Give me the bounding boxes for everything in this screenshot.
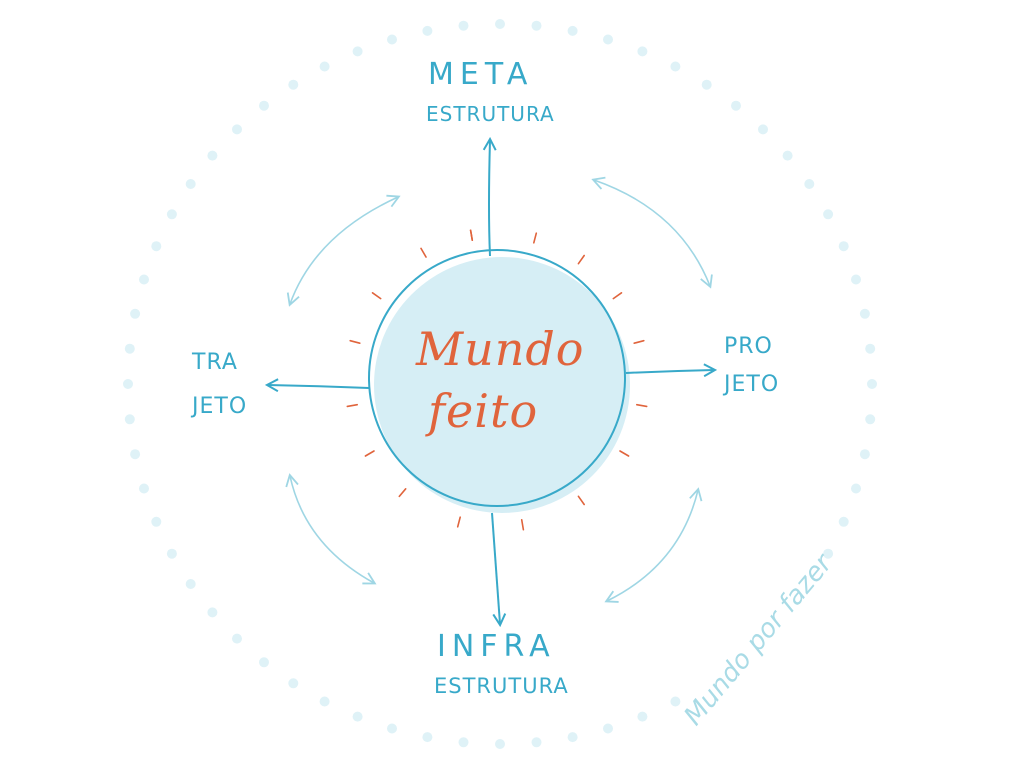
ring-dot <box>422 732 433 743</box>
ring-dot <box>139 483 149 494</box>
ray-mark <box>349 339 361 345</box>
ring-dot <box>387 723 397 734</box>
ring-dot <box>823 209 834 220</box>
ring-dot <box>637 711 648 722</box>
ring-dot <box>804 179 815 189</box>
center-label-line1: Mundo <box>416 322 585 376</box>
arrow-right <box>625 370 714 373</box>
label-bottom-line2: ESTRUTURA <box>434 674 569 698</box>
ring-dot <box>151 241 162 252</box>
ring-dot <box>458 737 469 748</box>
ring-dot <box>782 150 793 161</box>
ring-dot <box>185 579 196 589</box>
ring-dot <box>567 732 578 743</box>
curved-arrow-top-right <box>591 176 713 289</box>
center-circle-outline <box>368 249 626 507</box>
ring-dot <box>851 483 861 494</box>
ray-mark <box>633 339 645 345</box>
label-right-line1: PRO <box>724 334 773 359</box>
ring-dot <box>288 79 299 90</box>
ring-dot <box>637 46 648 57</box>
curved-arrow-bottom-right <box>604 487 703 603</box>
ray-mark <box>635 403 648 408</box>
ring-dot <box>124 414 135 425</box>
ring-dot <box>567 25 578 36</box>
ray-mark <box>346 403 359 408</box>
arrow-left <box>268 385 370 388</box>
ray-mark <box>577 495 586 506</box>
arrow-down <box>491 512 500 624</box>
ray-mark <box>520 518 525 531</box>
ring-dot <box>458 20 469 31</box>
ring-dot <box>207 150 218 161</box>
ring-dot <box>259 100 269 111</box>
ring-dot <box>865 343 876 354</box>
label-bottom-line1: INFRA <box>437 629 556 664</box>
label-right-line2: JETO <box>724 372 780 397</box>
ring-dot <box>531 20 542 31</box>
label-left-line2: JETO <box>192 394 248 419</box>
curved-arrow-bottom-left <box>285 473 377 585</box>
ring-dot <box>151 516 162 527</box>
ray-mark <box>371 291 382 300</box>
ring-dot <box>352 711 363 722</box>
curved-arrow-top-left <box>286 194 401 307</box>
ring-dot <box>139 274 149 285</box>
ring-dot <box>259 657 269 668</box>
center-circle-fill <box>374 257 630 513</box>
ring-dot <box>130 449 141 460</box>
ring-dot <box>851 274 861 285</box>
ring-dot <box>859 308 870 319</box>
ray-mark <box>577 254 586 265</box>
ring-dot <box>319 61 330 72</box>
ray-mark <box>364 450 375 457</box>
ring-dot <box>166 209 177 220</box>
center-rays <box>346 229 648 531</box>
ring-dot <box>670 696 681 707</box>
ring-dot <box>838 241 849 252</box>
ring-dot <box>352 46 363 57</box>
ring-dot <box>166 548 177 559</box>
ring-dot <box>823 548 834 559</box>
ring-dot <box>422 25 433 36</box>
label-top-line2: ESTRUTURA <box>426 102 555 126</box>
ring-dot <box>758 124 768 135</box>
ray-mark <box>532 232 538 244</box>
ring-dot <box>531 737 542 748</box>
outer-dotted-circle <box>123 19 877 749</box>
ring-dot <box>232 633 242 644</box>
ring-dot <box>838 516 849 527</box>
ring-dot <box>603 723 613 734</box>
ray-mark <box>398 487 407 498</box>
ring-dot <box>319 696 330 707</box>
ring-dot <box>288 678 299 689</box>
ring-dot <box>185 179 196 189</box>
ray-mark <box>420 247 427 258</box>
ray-mark <box>469 229 474 241</box>
ring-dot <box>123 379 133 389</box>
ring-dot <box>232 124 242 135</box>
ring-dot <box>731 100 741 111</box>
ring-dot <box>865 414 876 425</box>
ring-dot <box>867 379 877 389</box>
label-left-line1: TRA <box>192 350 238 375</box>
ring-dot <box>124 343 135 354</box>
ray-mark <box>619 450 630 457</box>
ring-dot <box>701 79 712 90</box>
ray-mark <box>456 516 462 528</box>
ring-dot <box>207 607 218 618</box>
label-top-line1: META <box>428 57 534 92</box>
ring-dot <box>387 34 397 45</box>
ring-dot <box>495 739 505 749</box>
center-label-line2: feito <box>428 384 539 438</box>
arrow-up <box>489 140 490 257</box>
ring-dot <box>130 308 141 319</box>
ring-dot <box>603 34 613 45</box>
ring-dot <box>859 449 870 460</box>
ring-dot <box>670 61 681 72</box>
ring-dot <box>495 19 505 29</box>
ray-mark <box>612 291 623 300</box>
